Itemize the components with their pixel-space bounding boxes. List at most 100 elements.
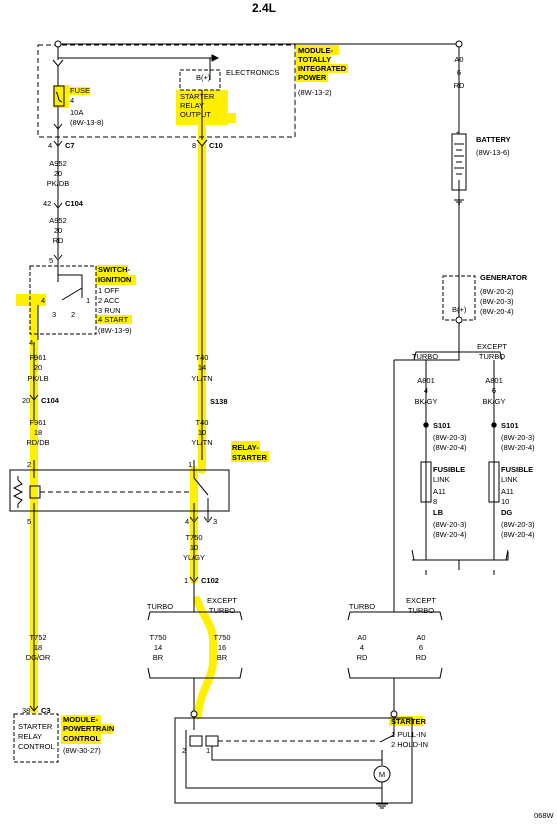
- bus-node: [54, 40, 62, 48]
- t750-except-2: TURBO: [209, 606, 235, 615]
- wire-t752-gauge: 18: [34, 643, 42, 652]
- highlight-switch-contact: [16, 294, 46, 306]
- c102-pin: 1: [184, 576, 188, 585]
- highlight-switch-title: [96, 275, 136, 285]
- wire-t752-id: T752: [29, 633, 46, 642]
- c10-pin: 8: [192, 141, 196, 150]
- pcm-box: [13, 713, 59, 763]
- switch-pos-3: 3 RUN: [98, 306, 121, 315]
- generator-ref-3: (8W-20-4): [480, 307, 514, 316]
- wire-a952-bot-id: A952: [49, 216, 67, 225]
- wire-a801-turbo-gauge: 4: [424, 386, 428, 395]
- c102-label: C102: [201, 576, 219, 585]
- highlight-module-title: [296, 73, 328, 82]
- gen-except-2: TURBO: [479, 352, 505, 361]
- a0-bracket: [347, 611, 443, 621]
- relay-pin3-chevron: [203, 516, 213, 523]
- wire-a952-bot-color: RD: [53, 236, 64, 245]
- battery-plus: +: [456, 131, 460, 137]
- output-label-2: RELAY: [180, 101, 204, 110]
- fuse-rating: 10A: [70, 108, 83, 117]
- wire-t750-turbo-color: BR: [153, 653, 164, 662]
- switch-name-2: IGNITION: [98, 275, 131, 284]
- c7-label: C7: [65, 141, 75, 150]
- c104a-pin: 42: [43, 199, 51, 208]
- highlight-fuse: [53, 85, 69, 108]
- highlight-pcm-title: [61, 715, 101, 725]
- switch-pin-in: 5: [49, 256, 53, 265]
- s101-except-label: S101: [501, 421, 519, 430]
- relay-pin-2: 2: [27, 460, 31, 469]
- highlight-relay-output: [218, 113, 236, 123]
- relay-switch-arm: [193, 460, 209, 496]
- fl-except-id: A11: [501, 487, 514, 496]
- relay-name-1: RELAY-: [232, 443, 259, 452]
- switch-contact-2: 2: [71, 310, 75, 319]
- battery-ref: (8W-13-6): [476, 148, 510, 157]
- starter-label: STARTER: [391, 717, 426, 726]
- fuse-conn-bottom: [53, 123, 63, 130]
- highlight-relay-title: [231, 441, 260, 452]
- fusible-link-turbo: [420, 461, 432, 503]
- solenoid-contact: [379, 717, 395, 743]
- c3-label: C3: [41, 706, 51, 715]
- a0-turbo-label: TURBO: [349, 602, 375, 611]
- s101-turbo-ref-2: (8W-20-4): [433, 443, 467, 452]
- tipm-box: [37, 44, 296, 138]
- c104b-label: C104: [41, 396, 60, 405]
- wire-t40-top-gauge: 14: [198, 363, 206, 372]
- gen-turbo-label: TURBO: [412, 352, 438, 361]
- fl-except-color: DG: [501, 508, 512, 517]
- highlight-switch-start: [96, 315, 132, 324]
- wire-a801-turbo-color: BK/GY: [415, 397, 438, 406]
- fuse-label: FUSE: [70, 86, 90, 95]
- c104a-label: C104: [65, 199, 84, 208]
- generator-ref-2: (8W-20-3): [480, 297, 514, 306]
- wire-t750-except-gauge: 16: [218, 643, 226, 652]
- wire-a0-turbo-color: RD: [357, 653, 368, 662]
- switch-blade: [61, 287, 83, 301]
- relay-pin-3: 3: [213, 517, 217, 526]
- highlight-relay-title: [231, 451, 269, 462]
- fusible-link-except: [488, 461, 500, 503]
- t750-turbo-label: TURBO: [147, 602, 173, 611]
- highlight-pcm-title: [61, 724, 113, 734]
- electronics-label: ELECTRONICS: [226, 68, 279, 77]
- module-name-1: MODULE-: [298, 46, 333, 55]
- hold-in-coil: [205, 735, 219, 747]
- wire-f961-bot-id: F961: [29, 418, 46, 427]
- highlight-wires: [30, 92, 217, 719]
- pcm-module-1: MODULE-: [63, 715, 98, 724]
- wire-f961-top-id: F961: [29, 353, 46, 362]
- switch-contact-3: 3: [52, 310, 56, 319]
- relay-name-2: STARTER: [232, 453, 267, 462]
- fuse-ref: (8W-13-8): [70, 118, 104, 127]
- wire-a0-except-id: A0: [416, 633, 425, 642]
- output-label-1: STARTER: [180, 92, 215, 101]
- splice-s101-except: [491, 422, 497, 428]
- relay-pin-1: 1: [188, 460, 192, 469]
- switch-box: [29, 265, 97, 335]
- t750-bracket: [147, 611, 243, 621]
- wire-a952-top-gauge: 20: [54, 169, 62, 178]
- generator-ref-1: (8W-20-2): [480, 287, 514, 296]
- pcm-name-3: CONTROL: [18, 742, 55, 751]
- highlight-fuse-label: [68, 87, 90, 95]
- wire-a952-top-id: A952: [49, 159, 67, 168]
- relay-coil: [29, 485, 41, 499]
- wire-t750-except-id: T750: [213, 633, 230, 642]
- wire-a801-except-gauge: 6: [492, 386, 496, 395]
- splice-s101-turbo: [423, 422, 429, 428]
- fl-except-name-2: LINK: [501, 475, 518, 484]
- pcm-ref: (8W-30-27): [63, 746, 101, 755]
- fl-turbo-id: A11: [433, 487, 446, 496]
- fl-ground: [425, 570, 495, 575]
- wire-t750-id: T750: [185, 533, 202, 542]
- fuse-number: 4: [70, 96, 74, 105]
- diagram-title: 2.4L: [252, 1, 276, 15]
- module-name-3: INTEGRATED: [298, 64, 347, 73]
- wire-t752-color: DG/OR: [26, 653, 51, 662]
- wire-a801-except-color: BK/GY: [483, 397, 506, 406]
- wire-t40-bot-gauge: 10: [198, 428, 206, 437]
- bplus-label: B(+): [196, 73, 211, 82]
